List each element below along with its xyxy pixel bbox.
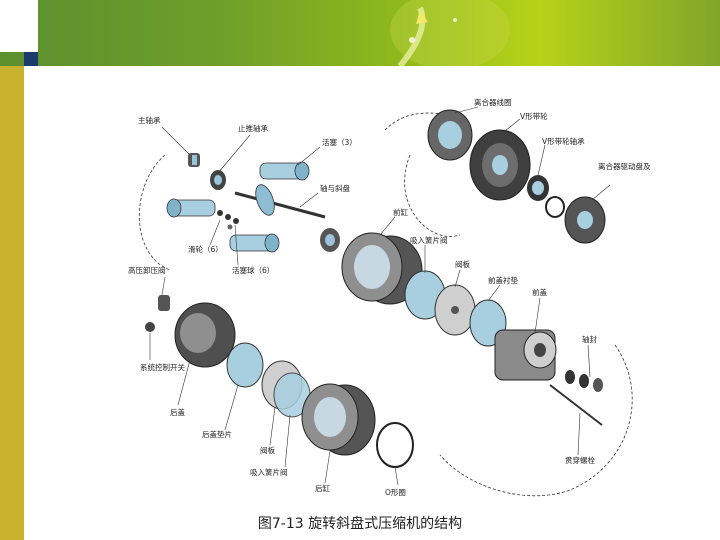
label-rear-suction-reed: 吸入簧片阀 [250,467,288,477]
left-sidebar-bar [0,66,24,540]
rear-cover-part [174,302,236,368]
thrust-bearing-part [210,170,226,190]
clutch-hub-part [545,196,606,244]
cycling-switch-part [145,322,155,332]
header-white-corner [0,0,38,52]
shaft-seal-part [565,370,603,392]
label-piston-ball: 活塞球（6） [232,265,274,275]
label-front-cover-gasket: 前盖衬垫 [488,275,518,285]
label-through-bolt: 贯穿螺栓 [565,455,595,465]
rear-cover-gasket-part [226,342,264,388]
piston-part-left [166,198,216,218]
figure-caption: 图7-13 旋转斜盘式压缩机的结构 [257,516,463,532]
label-shaft-swashplate: 轴与斜盘 [320,183,350,193]
v-pulley-bearing-part [527,175,549,201]
front-cover-part [494,329,557,381]
label-clutch-hub: 离合器驱动盘及其轮毂 [598,161,650,171]
label-front-suction-reed: 吸入簧片阀 [410,235,448,245]
label-shaft-seal: 轴封 [582,334,597,344]
header-banner [0,0,720,66]
label-rear-cover-gasket: 后盖垫片 [202,429,232,439]
label-front-cover: 前盖 [532,287,547,297]
decorative-lens-image [360,0,540,66]
through-bolt-part [549,384,603,426]
label-rear-cover: 后盖 [170,407,185,417]
shaft-collar-part [320,228,340,252]
label-relief-valve: 高压卸压阀 [128,265,166,275]
o-ring-part [376,422,414,468]
label-thrust-bearing: 止推轴承 [238,123,268,133]
relief-valve-part [158,295,170,311]
clutch-coil-part [427,109,473,161]
label-clutch-coil: 离合器线圈 [474,97,512,107]
rear-cylinder-part [301,383,376,456]
header-blue-square [24,52,38,66]
shoe-balls [217,210,239,230]
label-shoe: 滑轮（6） [188,244,223,254]
label-cycling-switch: 系统控制开关 [140,362,185,372]
label-o-ring: O形圈 [385,488,406,497]
label-piston: 活塞（3） [322,137,357,147]
shaft-swashplate-part [234,184,326,219]
label-main-bearing: 主轴承 [138,115,161,125]
front-valve-plate-part [434,284,476,336]
piston-part-top [259,161,310,181]
label-v-pulley: V形带轮 [520,111,548,121]
label-rear-cylinder: 后缸 [315,483,330,493]
label-front-valve-plate: 阀板 [455,259,470,269]
piston-part-bottom [229,233,280,253]
label-v-pulley-bearing: V形带轮轴承 [542,136,585,146]
v-pulley-part [469,129,531,201]
label-front-cylinder: 前缸 [393,207,408,217]
compressor-exploded-diagram: 主轴承 止推轴承 活塞（3） 轴与斜盘 滑轮（6） 活塞球（6） 前缸 吸入簧片… [110,95,673,515]
label-rear-valve-plate: 阀板 [260,445,275,455]
main-bearing-part [188,153,200,167]
